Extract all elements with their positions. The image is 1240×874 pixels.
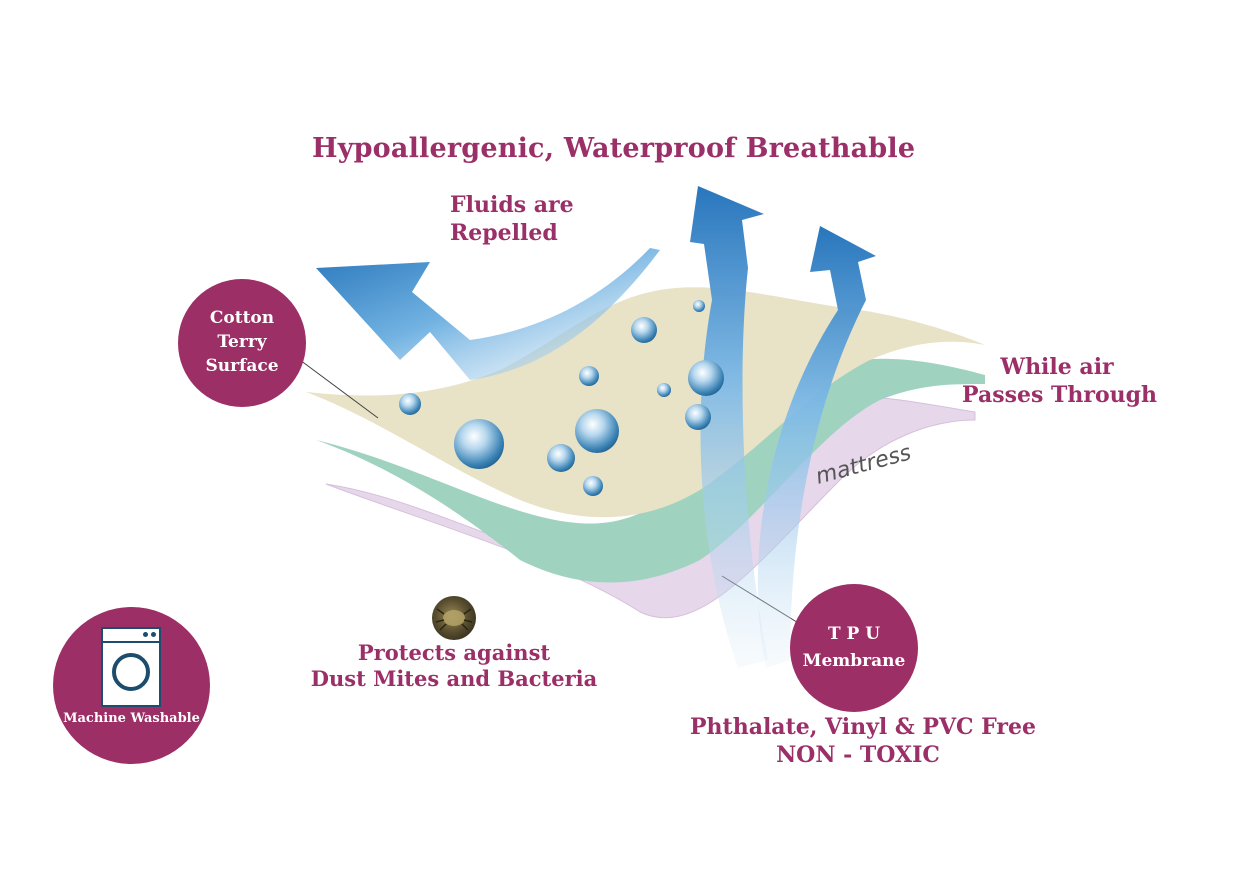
machine-washable-label: Machine Washable	[63, 711, 200, 726]
cotton-line-1: Cotton	[209, 308, 275, 329]
dust-mite-icon	[432, 596, 476, 640]
phthalate-line-2: NON - TOXIC	[776, 741, 940, 768]
washer-door-icon	[112, 653, 150, 691]
air-arrow-left	[690, 186, 768, 668]
fluids-line-1: Fluids are	[450, 192, 574, 218]
dust-mites-caption: Protects against Dust Mites and Bacteria	[308, 640, 600, 693]
cotton-line-3: Surface	[205, 355, 279, 376]
cotton-pointer-line	[299, 359, 379, 419]
fluids-repelled-caption: Fluids are Repelled	[450, 192, 574, 247]
air-line-2: Passes Through	[962, 381, 1158, 408]
tpu-line-2: Membrane	[802, 651, 906, 671]
page-title: Hypoallergenic, Waterproof Breathable	[312, 133, 916, 164]
non-toxic-caption: Phthalate, Vinyl & PVC Free NON - TOXIC	[690, 714, 1036, 769]
air-arrow-right	[757, 226, 876, 668]
fluids-line-2: Repelled	[450, 219, 558, 246]
washer-knob-icon	[151, 632, 156, 637]
washing-machine-icon	[101, 627, 161, 707]
water-droplets	[399, 300, 724, 496]
fluid-repel-arrow	[316, 248, 660, 380]
air-line-1: While air	[1000, 354, 1114, 380]
tpu-membrane-badge: T P U Membrane	[790, 584, 918, 712]
phthalate-line-1: Phthalate, Vinyl & PVC Free	[690, 714, 1036, 740]
mites-line-1: Protects against	[357, 640, 551, 665]
cotton-line-2: Terry	[217, 332, 267, 353]
tpu-line-1: T P U	[827, 623, 881, 644]
air-passes-caption: While air Passes Through	[962, 354, 1158, 409]
mites-line-2: Dust Mites and Bacteria	[310, 666, 598, 692]
washer-control-panel	[103, 629, 159, 643]
washer-knob-icon	[143, 632, 148, 637]
cotton-terry-badge: Cotton Terry Surface	[178, 279, 306, 407]
machine-washable-badge: Machine Washable	[53, 607, 210, 764]
